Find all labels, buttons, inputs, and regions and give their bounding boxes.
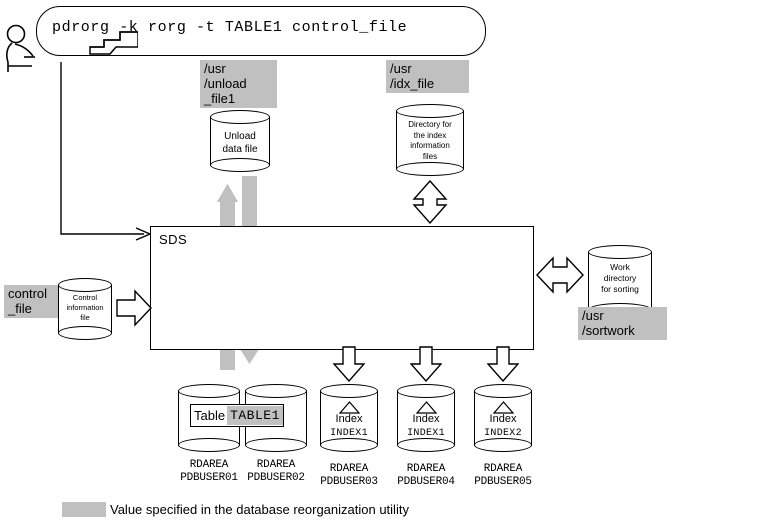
rdarea-label-4: RDAREA PDBUSER04 bbox=[388, 463, 464, 489]
rdarea-label-2-line1: RDAREA bbox=[256, 459, 296, 471]
index-triangle-icon bbox=[339, 401, 360, 414]
index-cylinder-1: Index INDEX1 bbox=[320, 384, 378, 452]
path-label-unload: /usr /unload _file1 bbox=[200, 60, 277, 108]
rdarea-label-3: RDAREA PDBUSER03 bbox=[311, 463, 387, 489]
index-triangle-icon bbox=[416, 401, 437, 414]
index-name-1: INDEX1 bbox=[330, 428, 368, 439]
index-directory-cylinder: Directory for the index information file… bbox=[396, 104, 464, 176]
index-directory-label: Directory for the index information file… bbox=[408, 120, 452, 161]
rdarea-label-4-line2: PDBUSER04 bbox=[397, 476, 455, 488]
legend-swatch bbox=[62, 502, 106, 517]
table-prefix-label: Table bbox=[194, 408, 226, 423]
rdarea-label-5-line2: PDBUSER05 bbox=[474, 476, 532, 488]
index-cylinder-2: Index INDEX1 bbox=[397, 384, 455, 452]
control-information-file-cylinder: Control information file bbox=[58, 278, 112, 340]
rdarea-label-1-line1: RDAREA bbox=[189, 459, 229, 471]
unload-data-file-label: Unload data file bbox=[222, 131, 258, 155]
table-name-value: TABLE1 bbox=[227, 406, 283, 425]
balloon-tail-icon bbox=[89, 31, 138, 55]
rdarea-label-1: RDAREA PDBUSER01 bbox=[171, 459, 247, 485]
index-cylinder-3: Index INDEX2 bbox=[474, 384, 532, 452]
index3-down-arrow-icon bbox=[487, 346, 519, 382]
rdarea-label-5: RDAREA PDBUSER05 bbox=[465, 463, 541, 489]
person-at-terminal-icon bbox=[6, 24, 35, 72]
index2-down-arrow-icon bbox=[410, 346, 442, 382]
rdarea-label-3-line1: RDAREA bbox=[329, 463, 369, 475]
index-label-1: Index bbox=[335, 413, 363, 425]
sds-server-box bbox=[150, 226, 534, 350]
path-label-sortwork: /usr /sortwork bbox=[578, 307, 667, 340]
index-triangle-icon bbox=[493, 401, 514, 414]
rdarea-label-2: RDAREA PDBUSER02 bbox=[238, 459, 314, 485]
path-label-control-file: control _file bbox=[4, 285, 67, 318]
index-label-3: Index bbox=[489, 413, 517, 425]
index-label-2: Index bbox=[412, 413, 440, 425]
work-directory-label: Work directory for sorting bbox=[601, 262, 639, 294]
rdarea-label-4-line1: RDAREA bbox=[406, 463, 446, 475]
command-text: pdrorg -k rorg -t TABLE1 control_file bbox=[52, 19, 408, 36]
legend-text: Value specified in the database reorgani… bbox=[110, 502, 409, 517]
rdarea-label-2-line2: PDBUSER02 bbox=[247, 472, 305, 484]
index-name-2: INDEX1 bbox=[407, 428, 445, 439]
index-directory-double-arrow-icon bbox=[412, 180, 448, 224]
index-name-3: INDEX2 bbox=[484, 428, 522, 439]
index1-down-arrow-icon bbox=[333, 346, 365, 382]
control-file-arrow-icon bbox=[116, 289, 152, 327]
command-flow-connector bbox=[60, 62, 152, 241]
sds-label: SDS bbox=[159, 232, 188, 247]
rdarea-label-3-line2: PDBUSER03 bbox=[320, 476, 378, 488]
control-information-file-label: Control information file bbox=[66, 293, 104, 322]
rdarea-label-5-line1: RDAREA bbox=[483, 463, 523, 475]
path-label-idx-file: /usr /idx_file bbox=[386, 60, 469, 93]
rdarea-label-1-line2: PDBUSER01 bbox=[180, 472, 238, 484]
unload-data-file-cylinder: Unload data file bbox=[210, 110, 270, 172]
sortwork-double-arrow-icon bbox=[536, 256, 584, 294]
table-name-box: Table TABLE1 bbox=[190, 404, 284, 427]
